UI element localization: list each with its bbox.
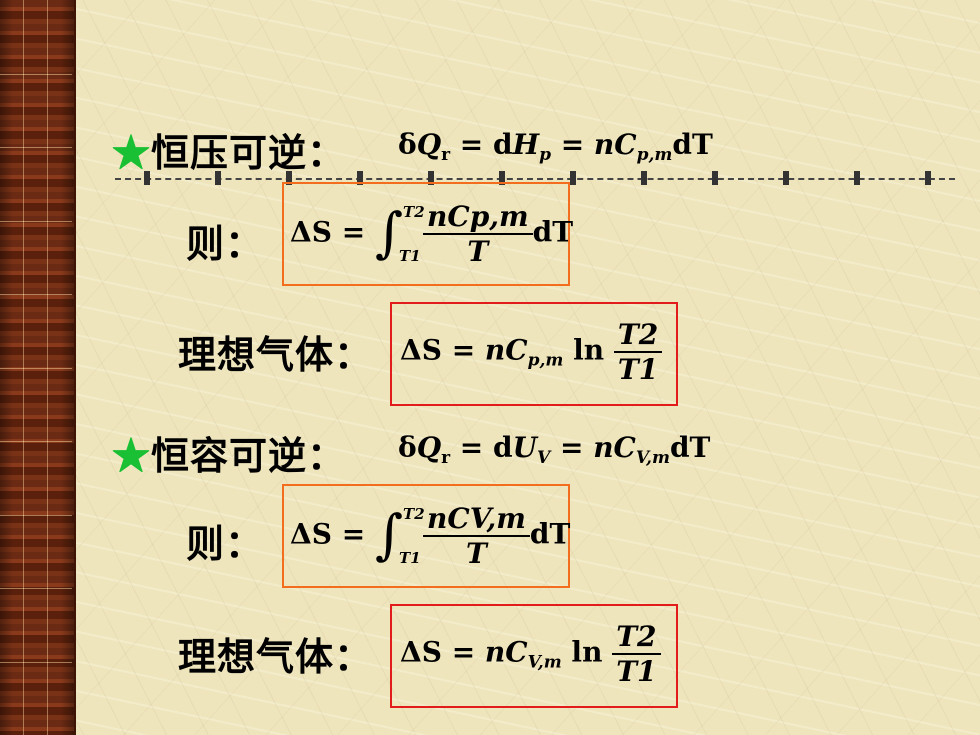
eq-part: n <box>593 431 613 464</box>
eq-part: V <box>537 448 550 468</box>
denominator: T1 <box>614 353 662 386</box>
fraction: T2T1 <box>612 620 660 688</box>
eq-part: ln <box>562 636 613 669</box>
eq-part: = d <box>450 128 513 161</box>
formula-lhs: ΔS = <box>400 334 485 367</box>
section-heading: ★恒容可逆： <box>112 425 346 480</box>
divider-tick <box>215 171 221 185</box>
numerator: T2 <box>614 318 662 353</box>
ideal-gas-formula: ΔS = nCV,m ln T2T1 <box>400 620 661 688</box>
eq-part: p <box>539 145 551 165</box>
eq-part: V,m <box>636 448 670 468</box>
eq-part: U <box>513 431 537 464</box>
divider-tick <box>783 171 789 185</box>
divider-tick <box>144 171 150 185</box>
eq-part: dT <box>670 431 710 464</box>
then-label: 则： <box>186 213 264 268</box>
divider-tick <box>925 171 931 185</box>
eq-part: Q <box>417 128 441 161</box>
strip-cell <box>0 221 72 296</box>
heading-text: 恒容可逆： <box>151 433 346 478</box>
upper-limit: T2 <box>403 203 425 221</box>
integral-limits: T2T1 <box>403 201 423 267</box>
process-equation: δQr = dUV = nCV,mdT <box>398 431 710 468</box>
eq-part: r <box>441 448 450 468</box>
eq-part: Q <box>417 431 441 464</box>
integral-formula: ΔS = ∫T2T1nCV,mTdT <box>290 502 570 570</box>
denominator: T1 <box>612 655 660 688</box>
eq-part: = <box>551 128 594 161</box>
eq-part: p,m <box>528 351 564 371</box>
denominator: T <box>423 235 533 268</box>
process-equation: δQr = dHp = nCp,mdT <box>398 128 713 165</box>
strip-cell <box>0 368 72 443</box>
ideal-gas-formula-box: ΔS = nCV,m ln T2T1 <box>390 604 678 708</box>
denominator: T <box>423 537 530 570</box>
strip-cell <box>0 0 72 75</box>
eq-part: = d <box>450 431 513 464</box>
integral-limits: T2T1 <box>403 503 423 569</box>
numerator: nCp,m <box>423 200 533 235</box>
numerator: nCV,m <box>423 502 530 537</box>
dashed-divider <box>115 178 955 180</box>
then-label: 则： <box>186 513 264 568</box>
divider-tick <box>641 171 647 185</box>
ideal-gas-formula-box: ΔS = nCp,m ln T2T1 <box>390 302 678 406</box>
integral-formula-box: ΔS = ∫T2T1nCp,mTdT <box>282 182 570 286</box>
eq-part: C <box>505 334 527 367</box>
formula-lhs: ΔS = <box>400 636 485 669</box>
eq-part: δ <box>398 431 417 464</box>
ideal-gas-label: 理想气体： <box>178 626 373 681</box>
eq-part: r <box>441 145 450 165</box>
eq-part: = <box>550 431 593 464</box>
differential: dT <box>530 518 570 551</box>
eq-part: ln <box>563 334 614 367</box>
ideal-gas-label: 理想气体： <box>178 324 373 379</box>
eq-part: δ <box>398 128 417 161</box>
strip-cell <box>0 147 72 222</box>
strip-cell <box>0 515 72 590</box>
fraction: nCp,mT <box>423 200 533 268</box>
integral-formula: ΔS = ∫T2T1nCp,mTdT <box>290 200 573 268</box>
eq-part: dT <box>672 128 712 161</box>
strip-cell <box>0 441 72 516</box>
strip-cell <box>0 74 72 149</box>
divider-tick <box>712 171 718 185</box>
strip-cell <box>0 588 72 663</box>
heading-text: 恒压可逆： <box>151 130 346 175</box>
divider-tick <box>854 171 860 185</box>
star-icon: ★ <box>112 130 151 175</box>
eq-part: H <box>513 128 539 161</box>
eq-part: C <box>614 431 636 464</box>
strip-cell <box>0 662 72 735</box>
ideal-gas-formula: ΔS = nCp,m ln T2T1 <box>400 318 662 386</box>
formula-lhs: ΔS = <box>290 216 375 249</box>
lower-limit: T1 <box>399 247 421 265</box>
upper-limit: T2 <box>403 505 425 523</box>
integral-formula-box: ΔS = ∫T2T1nCV,mTdT <box>282 484 570 588</box>
formula-lhs: ΔS = <box>290 518 375 551</box>
eq-part: n <box>594 128 614 161</box>
eq-part: V,m <box>528 653 562 673</box>
eq-part: C <box>614 128 636 161</box>
eq-part: n <box>485 334 505 367</box>
strip-cell <box>0 294 72 369</box>
star-icon: ★ <box>112 433 151 478</box>
numerator: T2 <box>612 620 660 655</box>
fraction: nCV,mT <box>423 502 530 570</box>
decorative-wood-strip <box>0 0 76 735</box>
eq-part: n <box>485 636 505 669</box>
fraction: T2T1 <box>614 318 662 386</box>
eq-part: p,m <box>637 145 673 165</box>
differential: dT <box>533 216 573 249</box>
section-heading: ★恒压可逆： <box>112 122 346 177</box>
lower-limit: T1 <box>399 549 421 567</box>
eq-part: C <box>505 636 527 669</box>
divider-tick <box>570 171 576 185</box>
